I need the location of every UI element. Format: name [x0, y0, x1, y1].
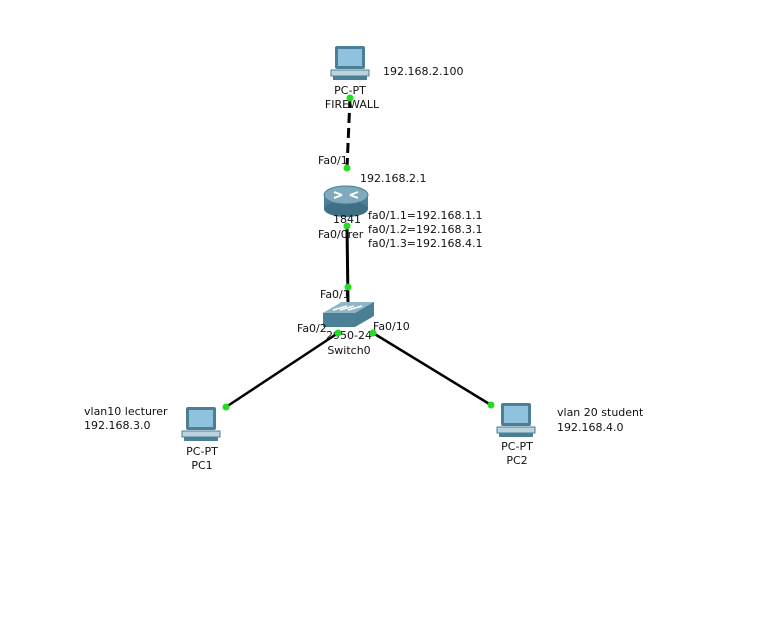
pc-icon — [496, 403, 536, 437]
pc1-note-line-2: 192.168.3.0 — [84, 419, 150, 432]
pc2-model-label: PC-PT — [501, 440, 533, 453]
port-dot-switch-top — [344, 283, 352, 291]
router-subif-3: fa0/1.3=192.168.4.1 — [368, 237, 483, 250]
firewall-pc[interactable]: 192.168.2.100 PC-PT FIREWALL — [325, 46, 464, 111]
pc-icon — [330, 46, 370, 80]
firewall-name-label: FIREWALL — [325, 98, 380, 111]
router-name-label: Fa0/0rer — [318, 228, 364, 241]
router-icon — [323, 185, 369, 217]
pc2[interactable]: vlan 20 student 192.168.4.0 PC-PT PC2 — [496, 403, 644, 467]
port-label-switch-right: Fa0/10 — [373, 320, 410, 333]
pc2-name-label: PC2 — [506, 454, 527, 467]
router[interactable]: 192.168.2.1 1841 Fa0/0rer fa0/1.1=192.16… — [318, 172, 483, 250]
switch[interactable]: 2950-24 Switch0 — [323, 302, 374, 357]
pc2-note-line-2: 192.168.4.0 — [557, 421, 623, 434]
router-ip-note: 192.168.2.1 — [360, 172, 426, 185]
pc1-note-line-1: vlan10 lecturer — [84, 405, 168, 418]
pc2-note-line-1: vlan 20 student — [557, 406, 644, 419]
port-dot-pc2 — [487, 401, 495, 409]
router-subif-1: fa0/1.1=192.168.1.1 — [368, 209, 483, 222]
link-switch-pc1[interactable] — [225, 331, 339, 409]
switch-model-label: 2950-24 — [326, 329, 372, 342]
router-subif-2: fa0/1.2=192.168.3.1 — [368, 223, 483, 236]
pc1-name-label: PC1 — [191, 459, 212, 472]
port-label-switch-top: Fa0/1 — [320, 288, 350, 301]
link-firewall-router[interactable] — [345, 97, 352, 169]
pc1-model-label: PC-PT — [186, 445, 218, 458]
router-model-label: 1841 — [333, 213, 361, 226]
switch-name-label: Switch0 — [327, 344, 370, 357]
firewall-model-label: PC-PT — [334, 84, 366, 97]
links — [225, 97, 492, 409]
port-dot-router-bottom — [343, 222, 351, 230]
port-dot-pc1 — [222, 403, 230, 411]
port-dot-switch-left — [334, 329, 342, 337]
port-dot-switch-right — [369, 329, 377, 337]
port-dot-firewall — [346, 94, 354, 102]
port-label-router-top: Fa0/1 — [318, 154, 348, 167]
pc-icon — [181, 407, 221, 441]
port-status-dots — [222, 94, 495, 411]
pc1[interactable]: vlan10 lecturer 192.168.3.0 PC-PT PC1 — [84, 405, 221, 472]
link-switch-pc2[interactable] — [372, 331, 492, 407]
port-label-switch-left: Fa0/2 — [297, 322, 327, 335]
port-dot-router-top — [343, 164, 351, 172]
firewall-ip-note: 192.168.2.100 — [383, 65, 463, 78]
switch-icon — [323, 302, 374, 327]
